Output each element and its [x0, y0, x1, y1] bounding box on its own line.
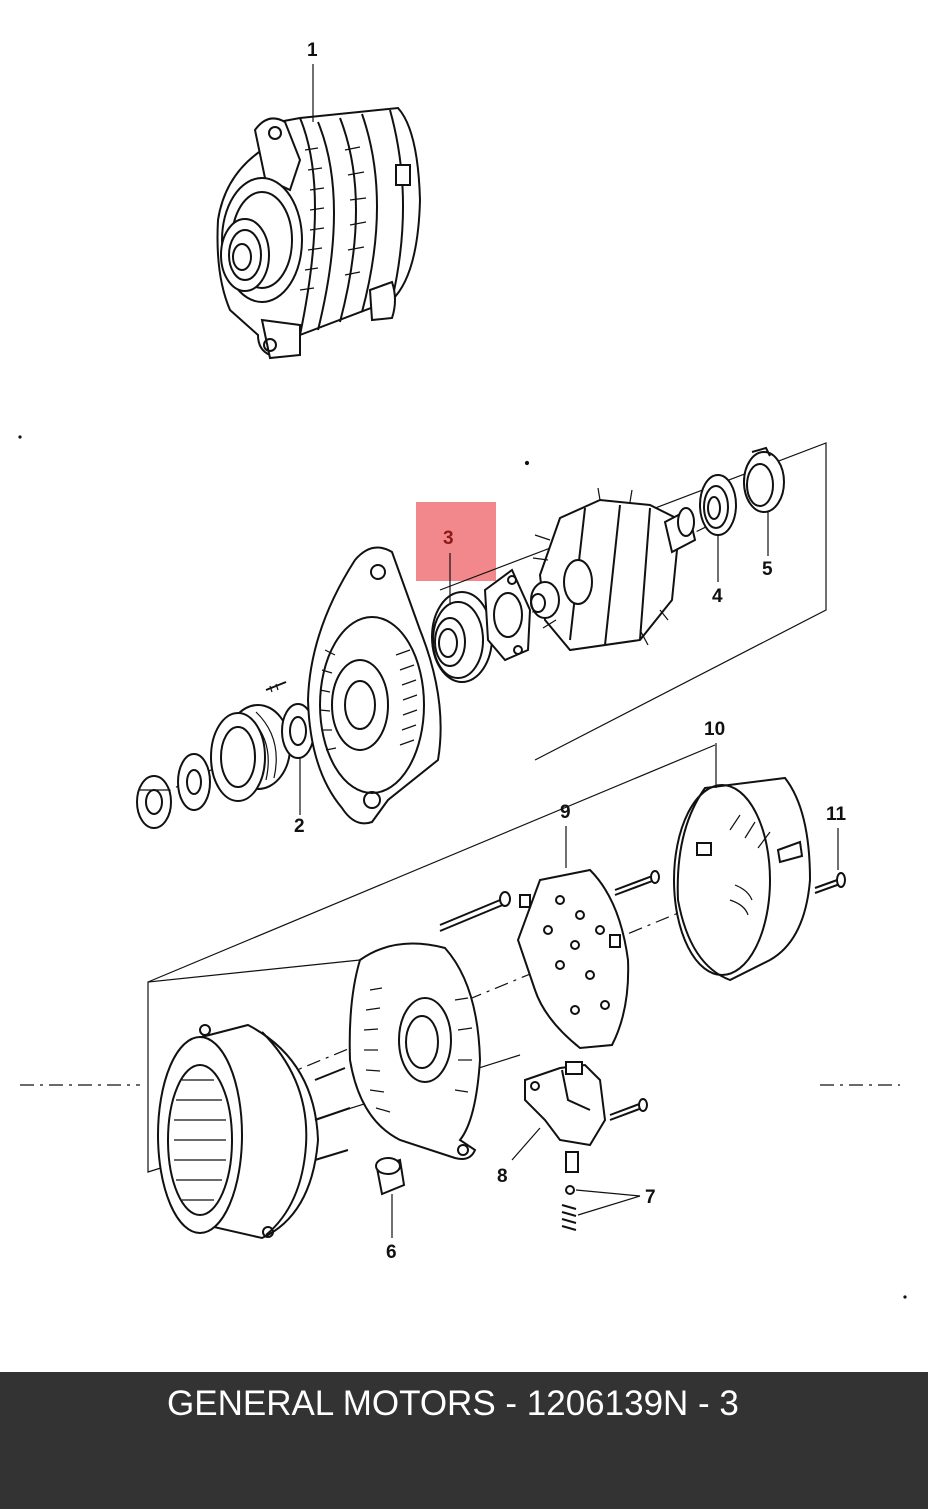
- part-number: 1206139: [526, 1384, 664, 1423]
- part-8-brush-holder[interactable]: 8: [497, 1061, 607, 1187]
- part-1-alternator-assembly[interactable]: 1: [216, 40, 422, 360]
- part-6-plug[interactable]: 6: [375, 1157, 406, 1263]
- callout-5: 5: [762, 559, 773, 580]
- footer-caption: GENERAL MOTORS - 1206139N - 3: [167, 1384, 739, 1424]
- part-3-bearing[interactable]: 3: [431, 528, 493, 683]
- highlight-box[interactable]: [416, 502, 496, 581]
- callout-4: 4: [712, 586, 723, 607]
- part-nut[interactable]: [136, 775, 172, 829]
- part-11-screw[interactable]: 11: [814, 804, 847, 894]
- reference-label: N - 3: [663, 1384, 739, 1423]
- lower-frame-top-line: [147, 744, 716, 983]
- callout-7: 7: [645, 1187, 656, 1208]
- callout-1: 1: [307, 40, 318, 61]
- part-washer[interactable]: [177, 753, 211, 811]
- callout-11: 11: [826, 804, 847, 825]
- part-stator[interactable]: [157, 1023, 351, 1240]
- part-rotor[interactable]: [530, 487, 697, 652]
- callout-2: 2: [294, 816, 305, 837]
- callout-10: 10: [704, 719, 725, 740]
- part-2-spacer[interactable]: 2: [281, 703, 315, 837]
- brand-name: GENERAL MOTORS: [167, 1384, 496, 1423]
- alternator-exploded-diagram: 1 2: [18, 40, 907, 1299]
- part-9-rectifier[interactable]: 9: [516, 802, 630, 1050]
- callout-3: 3: [443, 528, 454, 549]
- part-through-bolt[interactable]: [439, 891, 511, 932]
- callout-6: 6: [386, 1242, 397, 1263]
- part-10-rear-cover[interactable]: 10: [673, 719, 812, 982]
- part-pulley[interactable]: [210, 704, 291, 802]
- part-slip-ring-end-housing[interactable]: [348, 942, 482, 1160]
- part-rectifier-screw[interactable]: [614, 870, 660, 896]
- part-7-brushes-springs[interactable]: 7: [561, 1151, 656, 1231]
- scan-dots: [18, 435, 907, 1299]
- part-drive-end-housing[interactable]: [306, 546, 442, 825]
- callout-9: 9: [560, 802, 571, 823]
- callout-8: 8: [497, 1166, 508, 1187]
- part-regulator-screw[interactable]: [609, 1098, 648, 1121]
- footer-bar: [0, 1372, 928, 1509]
- part-small-screw[interactable]: [265, 681, 287, 693]
- part-4-rear-bearing[interactable]: 4: [699, 474, 737, 607]
- separator: -: [495, 1384, 527, 1423]
- part-5-ring[interactable]: 5: [743, 446, 785, 580]
- part-retainer-plate[interactable]: [483, 568, 532, 662]
